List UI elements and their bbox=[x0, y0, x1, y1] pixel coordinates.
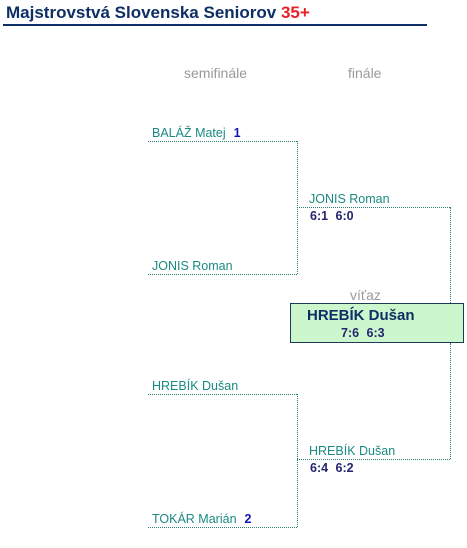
final-player-2: HREBÍK Dušan bbox=[309, 444, 396, 458]
page-title: Majstrovstvá Slovenska Seniorov 35+ bbox=[6, 3, 310, 23]
title-accent: 35+ bbox=[280, 3, 310, 22]
player-name: HREBÍK Dušan bbox=[152, 379, 239, 393]
bracket-line bbox=[148, 394, 297, 395]
final-player-1: JONIS Roman bbox=[309, 192, 390, 206]
bracket-line bbox=[148, 527, 297, 528]
bracket-connector bbox=[450, 343, 451, 459]
bracket-line bbox=[297, 207, 450, 208]
round-label-semifinal: semifinále bbox=[184, 65, 248, 81]
bracket-line bbox=[148, 274, 297, 275]
bracket-line bbox=[297, 459, 450, 460]
round-label-winner: víťaz bbox=[350, 287, 381, 303]
seed-badge: 2 bbox=[244, 512, 252, 526]
semifinal-player-3: HREBÍK Dušan bbox=[152, 379, 238, 393]
title-underline bbox=[3, 24, 427, 26]
semifinal-player-1: BALÁŽ Matej 1 bbox=[152, 126, 241, 140]
bracket-connector bbox=[450, 207, 451, 303]
player-name: TOKÁR Marián bbox=[152, 512, 237, 526]
champion-name: HREBÍK Dušan bbox=[307, 307, 415, 324]
player-name: JONIS Roman bbox=[152, 259, 233, 273]
bracket-connector bbox=[297, 394, 298, 527]
semifinal-player-2: JONIS Roman bbox=[152, 259, 233, 273]
semifinal-player-4: TOKÁR Marián 2 bbox=[152, 512, 251, 526]
seed-badge: 1 bbox=[233, 126, 241, 140]
bracket-line bbox=[148, 141, 297, 142]
player-name: BALÁŽ Matej bbox=[152, 126, 226, 140]
round-label-final: finále bbox=[348, 65, 382, 81]
final-score-2: 6:4 6:2 bbox=[310, 461, 354, 475]
champion-score: 7:6 6:3 bbox=[341, 326, 385, 340]
final-score-1: 6:1 6:0 bbox=[310, 209, 354, 223]
title-main: Majstrovstvá Slovenska Seniorov bbox=[6, 3, 277, 22]
champion-box: HREBÍK Dušan 7:6 6:3 bbox=[290, 303, 464, 343]
